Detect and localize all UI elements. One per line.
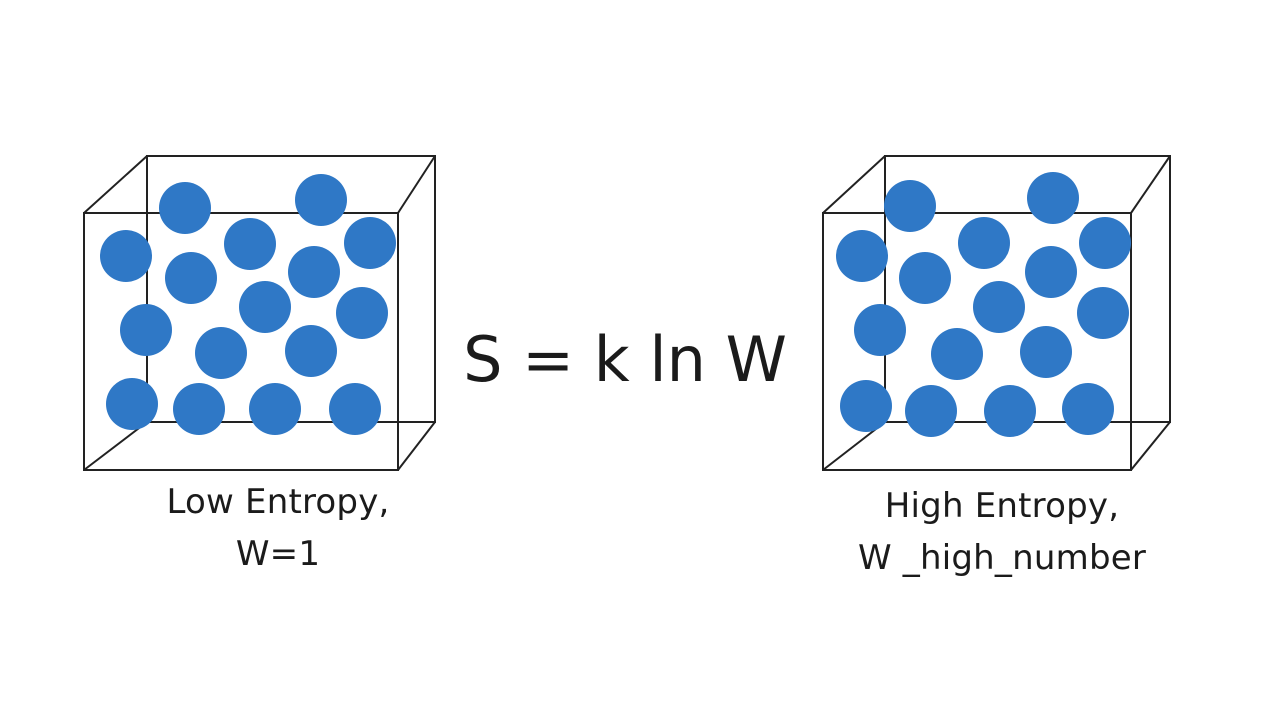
particle [249, 383, 301, 435]
particle [239, 281, 291, 333]
low-entropy-box [83, 155, 436, 471]
particle [285, 325, 337, 377]
low-entropy-label-line2: W=1 [235, 534, 321, 574]
high-entropy-label: High Entropy, W _high_number [812, 480, 1192, 584]
particle [973, 281, 1025, 333]
particle [106, 378, 158, 430]
particle [836, 230, 888, 282]
edge-top-right [397, 155, 436, 214]
particle [336, 287, 388, 339]
particle [173, 383, 225, 435]
particle [899, 252, 951, 304]
particle [1027, 172, 1079, 224]
edge-bottom-right [1130, 421, 1171, 471]
particle [905, 385, 957, 437]
particle [159, 182, 211, 234]
particle [100, 230, 152, 282]
particle [329, 383, 381, 435]
particle [165, 252, 217, 304]
particle [958, 217, 1010, 269]
particle [1020, 326, 1072, 378]
particle [931, 328, 983, 380]
particle [288, 246, 340, 298]
particle [344, 217, 396, 269]
front-face [822, 212, 1132, 471]
particle [120, 304, 172, 356]
high-entropy-label-line1: High Entropy, [884, 486, 1120, 526]
particle [295, 174, 347, 226]
low-entropy-label: Low Entropy, W=1 [88, 476, 468, 580]
high-entropy-particles [836, 172, 1131, 437]
particle [195, 327, 247, 379]
particle [1062, 383, 1114, 435]
particle [840, 380, 892, 432]
high-entropy-box [822, 155, 1171, 471]
low-entropy-particles [100, 174, 396, 435]
edge-top-left [83, 155, 148, 214]
front-face [83, 212, 399, 471]
low-entropy-label-line1: Low Entropy, [166, 482, 390, 522]
particle [1079, 217, 1131, 269]
particle [1025, 246, 1077, 298]
particle [884, 180, 936, 232]
particle [854, 304, 906, 356]
edge-top-right [1130, 155, 1171, 214]
particle [1077, 287, 1129, 339]
edge-bottom-right [397, 421, 436, 471]
boltzmann-equation: S = k ln W [463, 323, 787, 396]
edge-bottom-left [83, 421, 148, 471]
edge-top-left [822, 155, 886, 214]
particle [984, 385, 1036, 437]
particle [224, 218, 276, 270]
high-entropy-label-line2: W _high_number [857, 538, 1147, 578]
